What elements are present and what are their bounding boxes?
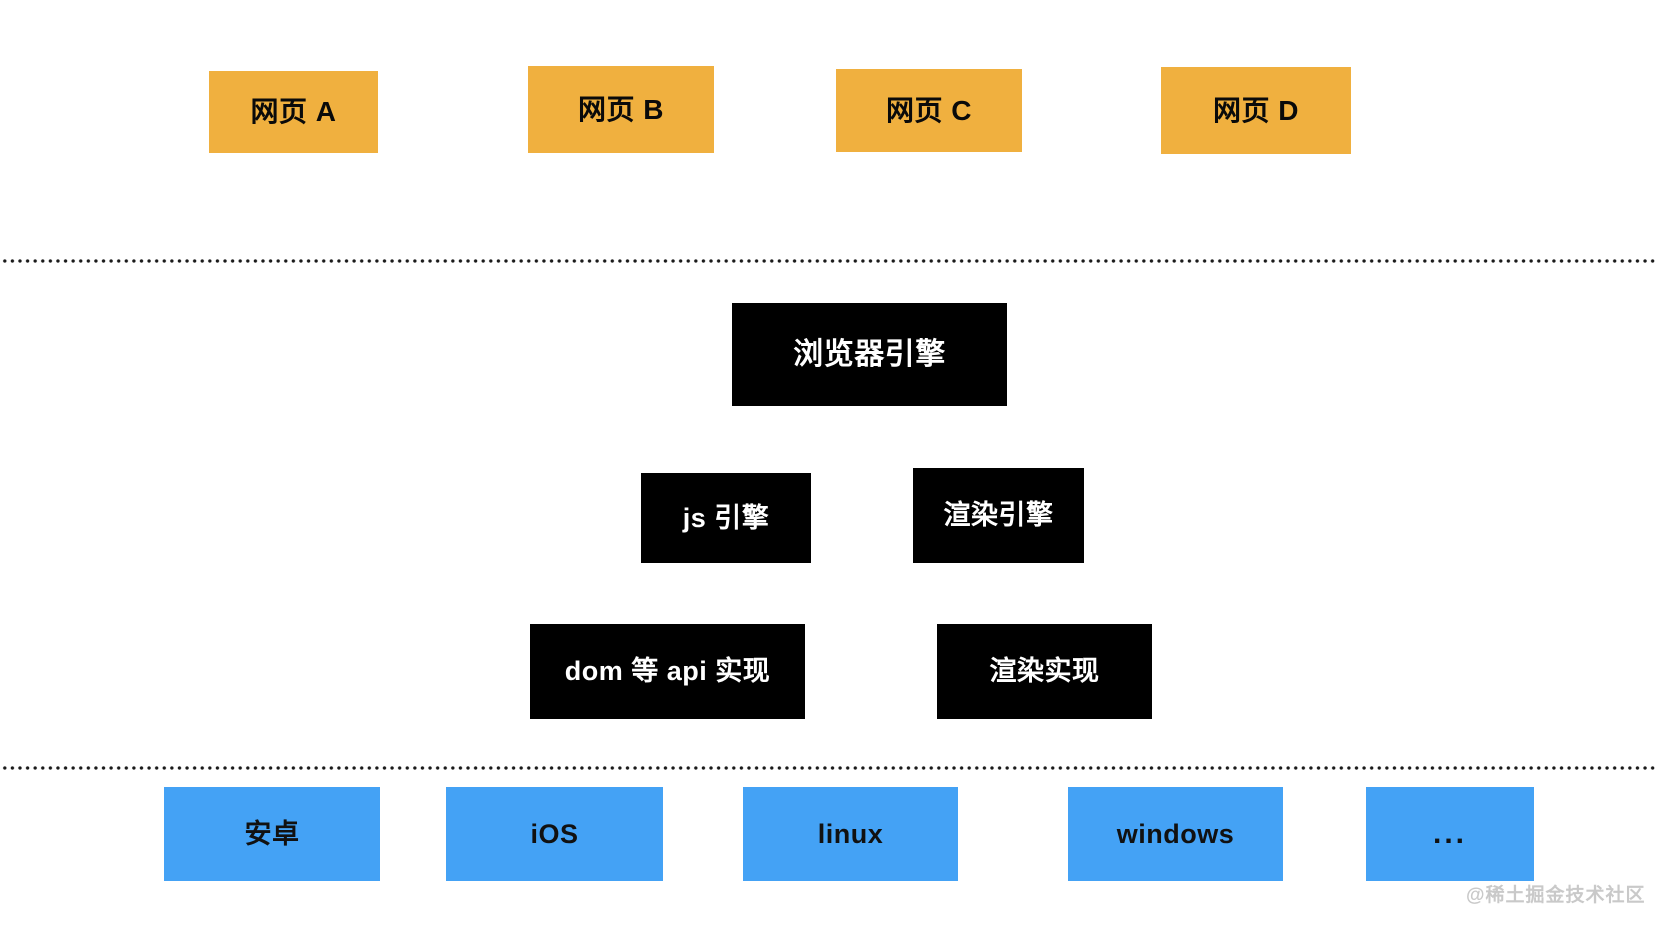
- divider-engine-os: [0, 766, 1656, 770]
- node-os-windows[interactable]: windows: [1068, 787, 1283, 881]
- node-render-engine[interactable]: 渲染引擎: [913, 468, 1084, 563]
- node-page-c[interactable]: 网页 C: [836, 69, 1022, 152]
- node-os-linux[interactable]: linux: [743, 787, 958, 881]
- divider-pages-engine: [0, 259, 1656, 263]
- node-os-android[interactable]: 安卓: [164, 787, 380, 881]
- node-js-engine[interactable]: js 引擎: [641, 473, 811, 563]
- watermark-label: @稀土掘金技术社区: [1466, 885, 1646, 906]
- node-page-a[interactable]: 网页 A: [209, 71, 378, 153]
- node-os-more[interactable]: ...: [1366, 787, 1534, 881]
- node-render-impl[interactable]: 渲染实现: [937, 624, 1152, 719]
- node-os-ios[interactable]: iOS: [446, 787, 663, 881]
- node-dom-api-impl[interactable]: dom 等 api 实现: [530, 624, 805, 719]
- node-browser-engine[interactable]: 浏览器引擎: [732, 303, 1007, 406]
- node-page-b[interactable]: 网页 B: [528, 66, 714, 153]
- node-page-d[interactable]: 网页 D: [1161, 67, 1351, 154]
